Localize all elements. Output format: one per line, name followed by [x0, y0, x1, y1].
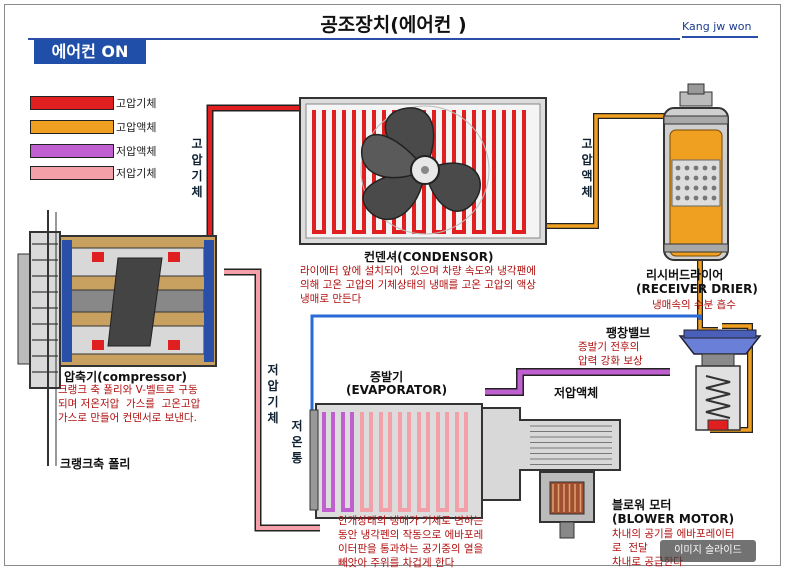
expansion-desc: 증발기 전후의 압력 강화 보상: [578, 341, 643, 367]
evaporator-desc: 안개상태의 냉매가 기체로 변하는 동안 냉각펜의 작동으로 에바포레 이터판을…: [338, 515, 484, 569]
legend-swatch: [30, 144, 114, 158]
legend-label: 고압액체: [116, 121, 157, 134]
title-underline: [28, 38, 680, 40]
label-low-gas: 저압기체: [267, 363, 279, 425]
legend-label: 고압기체: [116, 97, 157, 110]
receiver-desc: 냉매속의 수분 흡수: [652, 299, 736, 311]
legend-swatch: [30, 166, 114, 180]
pipe-high-liquid-1: [545, 113, 670, 229]
author-credit: Kang jw won: [682, 20, 752, 33]
receiver-title: 리시버드라이어: [646, 268, 724, 282]
compressor: [17, 210, 217, 466]
compressor-desc: 크랭크 축 폴리와 V-벨트로 구동 되며 저온저압 가스를 고온고압 가스로 …: [58, 384, 201, 424]
image-slide-watermark[interactable]: 이미지 슬라이드: [660, 540, 756, 562]
compressor-title: 압축기(compressor): [64, 370, 188, 384]
blower-subtitle: (BLOWER MOTOR): [612, 512, 735, 526]
legend-label: 저압액체: [116, 145, 157, 158]
legend-swatch: [30, 120, 114, 134]
receiver-subtitle: (RECEIVER DRIER): [636, 282, 758, 296]
author-underline: [682, 36, 758, 38]
pipe-high-gas: [206, 104, 300, 240]
evaporator-subtitle: (EVAPORATOR): [346, 383, 448, 397]
expansion-title: 팽창밸브: [606, 326, 651, 340]
condenser: [299, 97, 547, 245]
evaporator: [309, 403, 483, 519]
blower-motor: [539, 471, 595, 539]
crank-pulley-label: 크랭크축 폴리: [60, 457, 131, 471]
blower-title: 블로워 모터: [612, 498, 672, 512]
legend-swatch: [30, 96, 114, 110]
label-high-liquid: 고압액체: [581, 137, 593, 199]
evaporator-title: 증발기: [370, 370, 404, 384]
label-high-gas: 고압기체: [191, 137, 203, 199]
page-title: 공조장치(에어컨 ): [320, 14, 467, 36]
condenser-fan: [360, 105, 490, 235]
condenser-title: 컨덴셔(CONDENSOR): [364, 250, 494, 264]
label-low-liquid: 저압액체: [554, 386, 599, 400]
condenser-desc: 라이에터 앞에 설치되어 있으며 차량 속도와 냉각팬에 의해 고온 고압의 기…: [300, 265, 536, 305]
blower-desc: 차내의 공기를 에바포레이터 로 전달 차내로 공급한다: [612, 528, 735, 568]
frame: [4, 4, 781, 566]
receiver-drier: [663, 83, 729, 261]
legend-label: 저압기체: [116, 167, 157, 180]
expansion-valve: [678, 329, 762, 431]
blower-duct: [481, 407, 621, 501]
pipe-sense-line: [310, 314, 702, 410]
mode-badge: 에어컨 ON: [34, 40, 146, 64]
label-low-temp: 저온통: [291, 419, 303, 465]
